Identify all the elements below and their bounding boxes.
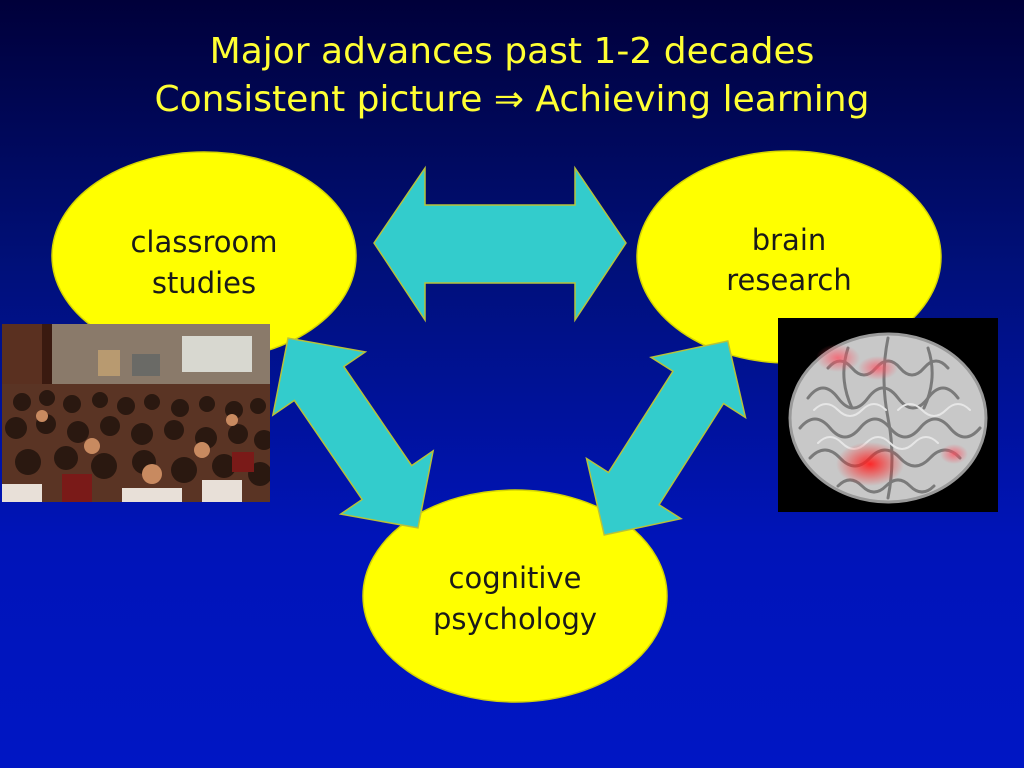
classroom-label-line-2: studies (152, 266, 256, 300)
double-arrow-left (271, 337, 435, 529)
slide-title: Major advances past 1-2 decades Consiste… (0, 28, 1024, 124)
double-arrow-right (585, 340, 747, 536)
title-line-2: Consistent picture ⇒ Achieving learning (154, 79, 870, 120)
cognitive-psychology-ellipse (362, 489, 668, 703)
classroom-photo (2, 324, 270, 502)
cognitive-label-line-2: psychology (433, 602, 597, 636)
brain-scan-photo (778, 318, 998, 512)
double-arrow-top (373, 165, 627, 323)
title-line-1: Major advances past 1-2 decades (209, 31, 815, 72)
brain-label-line-1: brain (752, 223, 827, 257)
cognitive-label-line-1: cognitive (449, 561, 582, 595)
brain-label-line-2: research (726, 263, 851, 297)
classroom-label-line-1: classroom (130, 225, 277, 259)
